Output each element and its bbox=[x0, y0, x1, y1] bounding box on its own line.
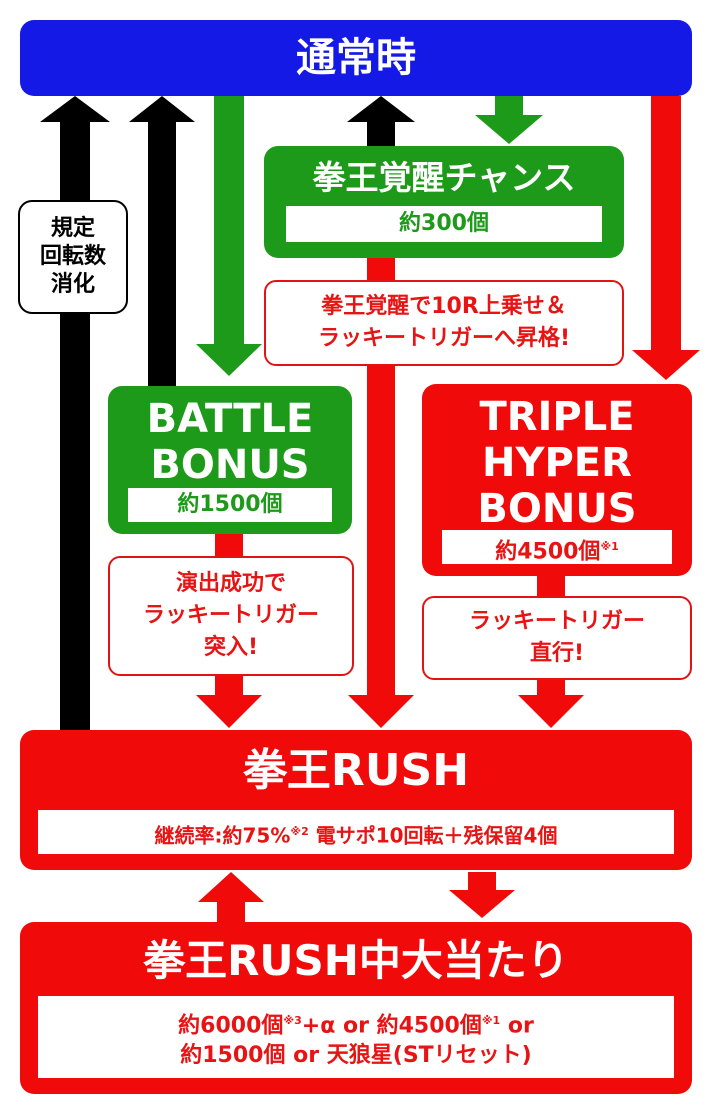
battle-payout: 約1500個 bbox=[177, 492, 283, 517]
triple-title-line-3: BONUS bbox=[477, 486, 637, 532]
awakening-note-line-2: ラッキートリガーへ昇格! bbox=[317, 326, 571, 351]
rush-hit-detail-panel: 約6000個※3+α or 約4500個※1 or 約1500個 or 天狼星(… bbox=[38, 996, 674, 1078]
rush-hit-line1-c: or bbox=[500, 1013, 534, 1039]
battle-note-line-2: ラッキートリガー bbox=[142, 603, 319, 628]
black-arrow-mid bbox=[129, 96, 195, 400]
red-arrow-hit-to-rush bbox=[198, 872, 264, 926]
triple-payout-mark: ※1 bbox=[600, 540, 619, 553]
rush-hit-mark-a: ※3 bbox=[283, 1014, 302, 1027]
triple-payout: 約4500個 bbox=[495, 539, 601, 565]
battle-title-line-1: BATTLE bbox=[146, 396, 314, 442]
battle-bonus-title: BATTLE BONUS bbox=[108, 396, 352, 488]
rush-detail-suffix: 電サポ10回転＋残保留4個 bbox=[308, 823, 558, 848]
spin-note-line-3: 消化 bbox=[50, 272, 95, 297]
rush-hit-title: 拳王RUSH中大当たり bbox=[143, 936, 569, 985]
rush-detail-prefix: 継続率:約75 bbox=[154, 823, 271, 848]
black-arrow-right bbox=[347, 96, 415, 152]
triple-hyper-bonus-box: TRIPLE HYPER BONUS 約4500個※1 bbox=[422, 384, 692, 576]
red-arrow-rush-to-hit bbox=[449, 872, 515, 918]
awakening-chance-title: 拳王覚醒チャンス bbox=[312, 158, 576, 197]
green-arrow-to-awakening bbox=[475, 96, 543, 144]
normal-state-title: 通常時 bbox=[296, 35, 416, 81]
battle-payout-panel: 約1500個 bbox=[128, 488, 332, 522]
battle-note-line-1: 演出成功で bbox=[175, 571, 286, 596]
black-arrow-left bbox=[40, 96, 110, 734]
awakening-payout: 約300個 bbox=[399, 211, 489, 236]
green-arrow-to-battle bbox=[196, 96, 262, 376]
triple-hyper-title: TRIPLE HYPER BONUS bbox=[422, 394, 692, 532]
rush-hit-line-2: 約1500個 or 天狼星(STリセット) bbox=[180, 1043, 532, 1069]
normal-state-box: 通常時 bbox=[20, 20, 692, 96]
awakening-chance-box: 拳王覚醒チャンス 約300個 bbox=[264, 146, 624, 258]
triple-note-line-1: ラッキートリガー bbox=[468, 609, 645, 634]
spin-note-line-2: 回転数 bbox=[39, 244, 106, 269]
spin-consumption-note: 規定 回転数 消化 bbox=[18, 200, 128, 314]
rush-hit-mark-b: ※1 bbox=[481, 1014, 501, 1027]
triple-title-line-2: HYPER bbox=[482, 440, 632, 486]
battle-title-line-2: BONUS bbox=[150, 442, 310, 488]
rush-detail-pct: % bbox=[270, 823, 291, 848]
battle-note-line-3: 突入! bbox=[203, 635, 259, 660]
rush-box: 拳王RUSH 継続率:約75%※2 電サポ10回転＋残保留4個 bbox=[20, 730, 692, 870]
triple-note-line-2: 直行! bbox=[529, 641, 585, 666]
battle-success-note: 演出成功で ラッキートリガー 突入! bbox=[108, 556, 354, 676]
rush-hit-line1-b: +α or 約4500個 bbox=[301, 1013, 482, 1039]
rush-hit-line1-a: 約6000個 bbox=[178, 1013, 284, 1039]
rush-detail-mark: ※2 bbox=[290, 825, 309, 838]
red-arrow-normal-to-triple bbox=[632, 96, 700, 380]
triple-payout-panel: 約4500個※1 bbox=[442, 530, 672, 564]
triple-direct-note: ラッキートリガー 直行! bbox=[422, 596, 692, 680]
spin-note-line-1: 規定 bbox=[50, 216, 95, 241]
triple-title-line-1: TRIPLE bbox=[479, 394, 635, 440]
awakening-payout-panel: 約300個 bbox=[286, 206, 602, 242]
rush-hit-box: 拳王RUSH中大当たり 約6000個※3+α or 約4500個※1 or 約1… bbox=[20, 922, 692, 1094]
rush-title: 拳王RUSH bbox=[242, 745, 470, 796]
awakening-upgrade-note: 拳王覚醒で10R上乗せ＆ ラッキートリガーへ昇格! bbox=[264, 280, 624, 366]
battle-bonus-box: BATTLE BONUS 約1500個 bbox=[108, 386, 352, 534]
awakening-note-line-1: 拳王覚醒で10R上乗せ＆ bbox=[321, 294, 567, 319]
rush-hit-line-1: 約6000個※3+α or 約4500個※1 or bbox=[38, 1006, 674, 1041]
rush-detail-panel: 継続率:約75%※2 電サポ10回転＋残保留4個 bbox=[38, 810, 674, 854]
